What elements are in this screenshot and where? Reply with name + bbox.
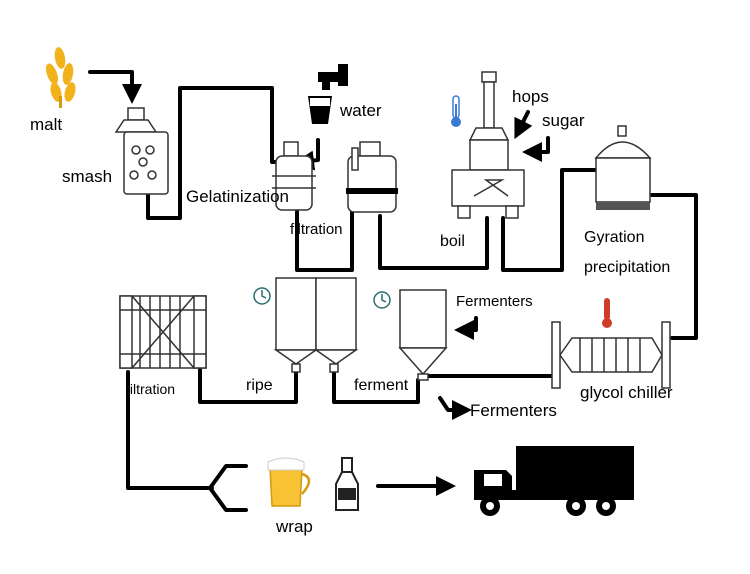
ripe-tanks — [273, 277, 359, 373]
label-fermenters-upper: Fermenters — [456, 293, 533, 310]
pipe-ripe-to-filtration — [198, 368, 298, 404]
filtration-tank-top — [346, 141, 398, 213]
clock-icon — [253, 287, 271, 305]
fermenter-tank — [398, 289, 448, 381]
label-fermenters-lower: Fermenters — [470, 401, 557, 420]
pipe-gyration-to-chiller — [650, 193, 698, 340]
pipe-filtration-to-wrap — [126, 370, 214, 490]
pipe-smash-to-gelatinization — [146, 86, 282, 220]
truck-icon — [474, 446, 634, 516]
thermometer-icon — [451, 95, 461, 127]
arrow-malt-to-smash — [88, 70, 142, 104]
gyration-tank — [594, 125, 652, 210]
plate-filter — [119, 295, 207, 369]
arrow-fermenters-in — [454, 316, 478, 340]
beer-glass-icon — [267, 457, 311, 507]
bottle-icon — [335, 457, 359, 511]
pipe-network — [126, 86, 698, 512]
label-precipitation: precipitation — [584, 259, 670, 276]
label-malt: malt — [30, 115, 62, 134]
pipe-boil-to-gyration — [501, 168, 602, 272]
label-filtration-top: filtration — [290, 221, 343, 238]
wheat-icon — [45, 47, 76, 108]
label-hops: hops — [512, 87, 549, 106]
label-gelatinization: Gelatinization — [186, 187, 289, 206]
smash-vessel — [114, 107, 169, 195]
arrow-sugar-to-boil — [522, 136, 550, 162]
pipe-filtration-to-boil — [378, 214, 489, 270]
arrow-hops-to-boil — [514, 110, 533, 140]
label-glycol-chiller: glycol chiller — [580, 383, 673, 402]
process-labels: malt smash water Gelatinization filtrati… — [30, 87, 673, 536]
label-gyration: Gyration — [584, 229, 644, 246]
label-water: water — [339, 101, 382, 120]
label-smash: smash — [62, 167, 112, 186]
pipe-gelatinization-to-filtration — [295, 210, 354, 272]
gelatinization-tank — [272, 141, 316, 211]
label-wrap: wrap — [275, 517, 313, 536]
thermometer-icon — [602, 298, 612, 328]
arrow-fermenters-out — [438, 396, 472, 420]
label-boil: boil — [440, 233, 465, 250]
pipe-wrap-fork — [208, 464, 248, 512]
pipe-fermenter-to-ripe — [332, 368, 420, 404]
glycol-chiller — [551, 321, 671, 389]
boil-kettle — [451, 71, 525, 219]
clock-icon — [373, 291, 391, 309]
flow-arrows — [88, 70, 550, 496]
tap-icon — [308, 64, 348, 124]
label-ripe: ripe — [246, 377, 273, 394]
label-filtration-left: filtration — [126, 381, 175, 397]
label-sugar: sugar — [542, 111, 585, 130]
label-ferment: ferment — [354, 377, 409, 394]
